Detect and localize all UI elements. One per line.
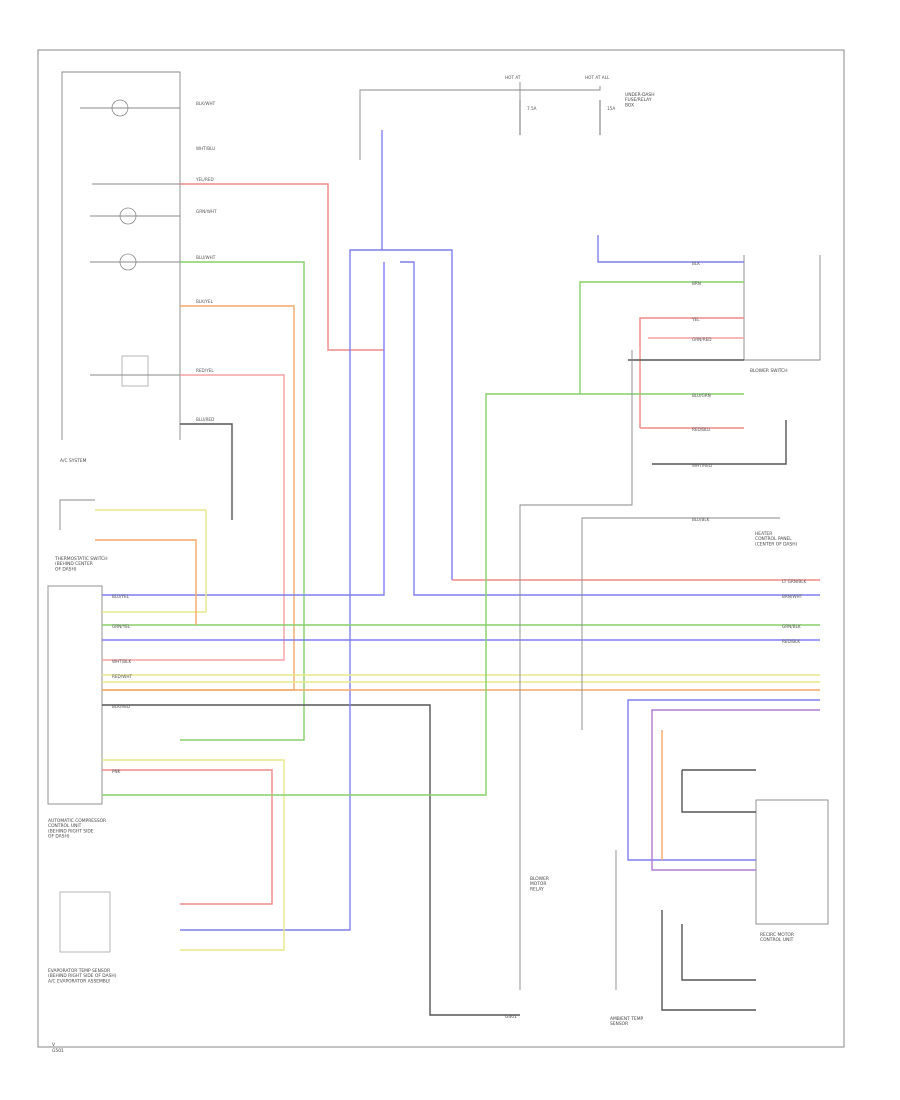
wire-label: BRN/WHT bbox=[782, 594, 803, 599]
g501-label: G501 bbox=[52, 1048, 64, 1054]
evaporator-sensor: EVAPORATOR TEMP SENSOR(BEHIND RIGHT SIDE… bbox=[48, 891, 117, 984]
wire-label: BLU/GRN bbox=[692, 393, 711, 398]
wire-label: LT GRN/BLK bbox=[782, 579, 807, 584]
wire-label: GRN/YEL bbox=[112, 624, 131, 629]
wire-label: RED/BLU bbox=[692, 427, 710, 432]
wire-label: BLU/WHT bbox=[196, 255, 216, 260]
ac-sub-label: A/C SYSTEM bbox=[60, 458, 87, 464]
hot-all-label: HOT AT ALL bbox=[585, 75, 610, 80]
wire-label: RED/WHT bbox=[112, 674, 132, 679]
wire-label: RED/BLK bbox=[782, 639, 800, 644]
fuse-label-2: 15A bbox=[607, 106, 615, 111]
g401-label: G401 bbox=[505, 1014, 517, 1020]
diagram-frame bbox=[37, 49, 845, 1048]
hot-run-label: HOT AT bbox=[505, 75, 521, 80]
blower-switch-label: BLOWER SWITCH bbox=[750, 368, 788, 374]
wire-label: BLK/YEL bbox=[196, 299, 214, 304]
wires bbox=[95, 130, 820, 1016]
wire-label: RED/YEL bbox=[196, 368, 214, 373]
wire-labels: BLK/WHT WHT/BLU YEL/RED GRN/WHT BLU/WHT … bbox=[112, 101, 807, 774]
blower-switch-box: BLOWER SWITCH bbox=[743, 255, 821, 374]
ac-subsystem-box: A/C SYSTEM bbox=[60, 71, 181, 464]
wire-label: GRN/RED bbox=[692, 337, 711, 342]
evap-label: EVAPORATOR TEMP SENSOR(BEHIND RIGHT SIDE… bbox=[48, 968, 117, 984]
wire-label: BRN bbox=[692, 281, 701, 286]
wire-label: WHT/BLU bbox=[196, 146, 215, 151]
wire-label: WHT/RED bbox=[692, 463, 712, 468]
wire-label: BLU/YEL bbox=[112, 594, 130, 599]
wire-label: GRN/WHT bbox=[196, 209, 217, 214]
wire-label: BLK/RED bbox=[112, 704, 130, 709]
fuse-label-1: 7.5A bbox=[527, 106, 537, 111]
wire-label: WHT/BLK bbox=[112, 659, 131, 664]
wire-label: BLU/BLK bbox=[692, 517, 710, 522]
wire-label: BLU/RED bbox=[196, 417, 214, 422]
wire-label: BLK/WHT bbox=[196, 101, 216, 106]
wire-label: YEL/RED bbox=[195, 177, 214, 182]
wire-label: PNK bbox=[112, 769, 121, 774]
wire-label: BLK bbox=[692, 261, 700, 266]
page-mark: V bbox=[52, 1042, 55, 1048]
wire-label: GRN/BLK bbox=[782, 624, 801, 629]
wire-label: YEL bbox=[691, 317, 700, 322]
